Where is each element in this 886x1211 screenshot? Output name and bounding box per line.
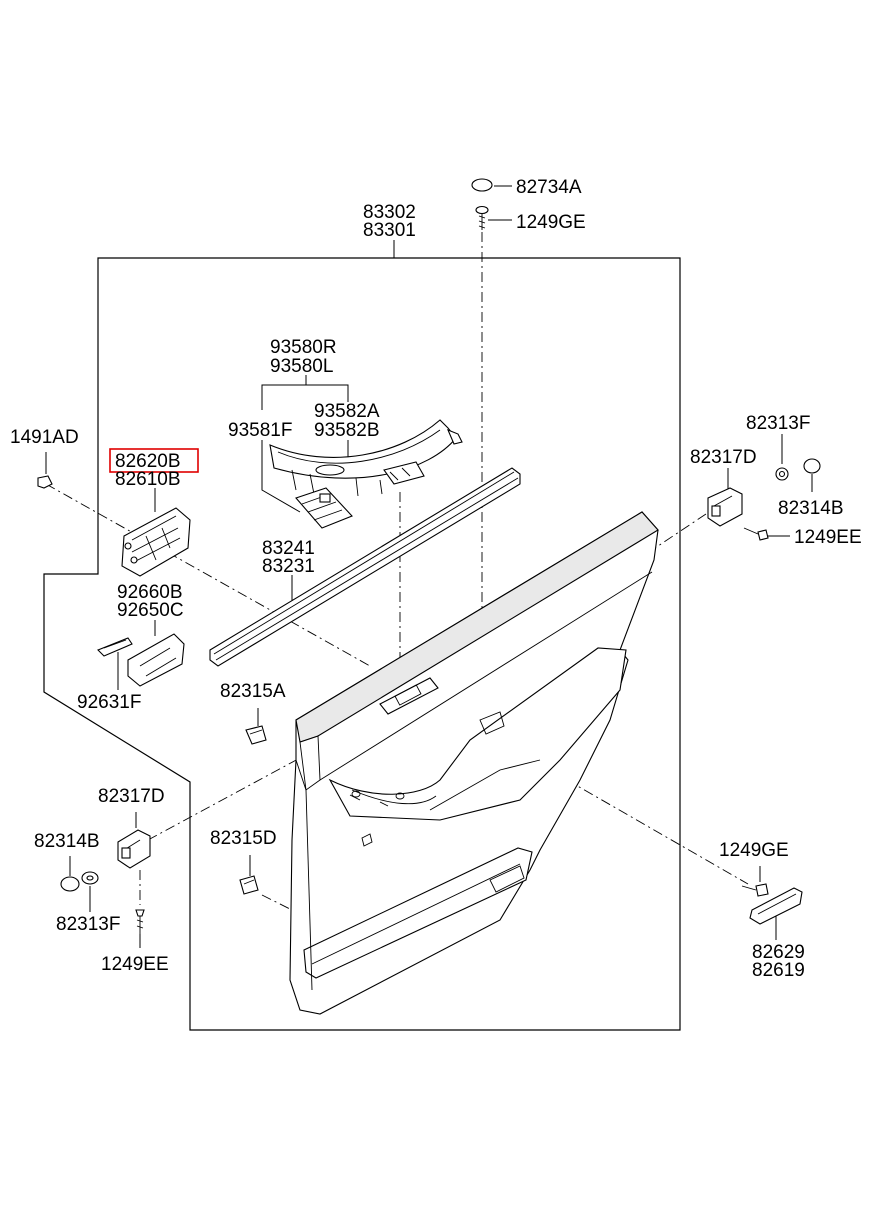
centerline-82620b [45,483,371,667]
label-1249ge-right: 1249GE [719,840,789,861]
centerline-82315d [261,894,293,911]
grip-trim-93580 [269,419,463,497]
label-93580l: 93580L [270,356,333,377]
label-82315d: 82315D [210,828,277,849]
screw-1249ee-right [743,527,769,541]
highlight-box-82620b [109,448,199,473]
label-82610b: 82610B [115,469,181,490]
label-93582a: 93582A [314,401,380,422]
label-82314b-right: 82314B [778,498,844,519]
label-1249ee-left: 1249EE [101,954,169,975]
label-93580r: 93580R [270,337,337,358]
label-1491ad: 1491AD [10,427,79,448]
label-82317d-left: 82317D [98,786,165,807]
screw-1249ge-top [475,205,489,230]
door-trim-panel-83302 [289,511,659,1015]
label-82734a: 82734A [516,177,582,198]
label-82629: 82629 [752,942,805,963]
centerline-82317d-left [147,757,301,841]
bracket-93580 [261,384,349,410]
leader-93581f [261,440,301,513]
bracket-82317d-right [707,487,743,527]
screw-1249ge-right [741,883,769,897]
label-92660b: 92660B [117,582,183,603]
label-93582b: 93582B [314,420,380,441]
label-93581f: 93581F [228,420,292,441]
label-83301: 83301 [363,220,416,241]
label-82619: 82619 [752,960,805,981]
cover-92660b [127,633,185,687]
clip-82315a [245,725,267,745]
screw-1249ee-left [135,909,145,934]
nut-82313f-right [775,467,789,481]
nut-82313f-left [81,871,99,885]
cap-82734a [471,178,493,192]
assembly-frame [43,257,681,1031]
label-1249ee-right: 1249EE [794,527,862,548]
weatherstrip-83241 [209,467,521,667]
label-82313f-right: 82313F [746,413,810,434]
bracket-82317d-left [117,829,151,869]
label-83241: 83241 [262,538,315,559]
cap-82314b-left [60,876,80,892]
clip-1491ad [37,475,53,489]
clip-92631f [97,637,133,657]
label-1249ge-top: 1249GE [516,212,586,233]
label-82313f-left: 82313F [56,914,120,935]
label-82317d-right: 82317D [690,447,757,468]
label-82620b: 82620B [115,451,181,472]
label-82314b-left: 82314B [34,831,100,852]
handle-82620b [121,507,191,577]
cover-82629 [749,887,803,925]
label-92631f: 92631F [77,692,141,713]
label-92650c: 92650C [117,600,184,621]
label-83302: 83302 [363,202,416,223]
clip-82315d [239,875,259,895]
label-83231: 83231 [262,556,315,577]
cap-82314b-right [803,458,821,474]
switch-93581f [295,487,353,529]
label-82315a: 82315A [220,681,286,702]
